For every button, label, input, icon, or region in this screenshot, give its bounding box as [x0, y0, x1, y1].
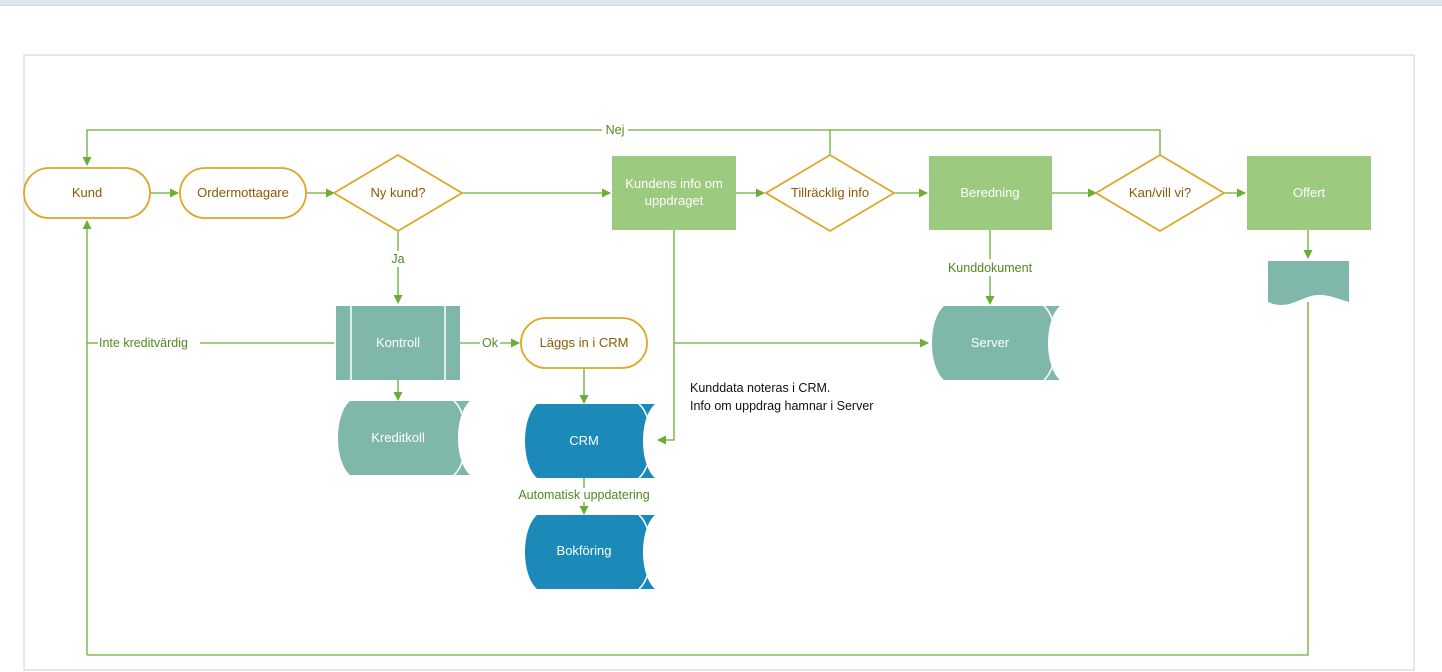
node-kan-vill-vi[interactable]: Kan/vill vi?: [1094, 153, 1226, 233]
top-bar: [0, 0, 1442, 6]
node-crm[interactable]: CRM: [525, 403, 655, 479]
edge-label-automatisk-uppdatering: Automatisk uppdatering: [518, 488, 649, 502]
node-kan-vill-vi-label: Kan/vill vi?: [1129, 185, 1191, 200]
node-kundens-info[interactable]: Kundens info om uppdraget: [612, 156, 736, 230]
node-kund-label: Kund: [72, 185, 102, 200]
node-tillracklig-info-label: Tillräcklig info: [791, 185, 869, 200]
node-offert[interactable]: Offert: [1247, 156, 1371, 230]
edge-bottom-loop: [87, 302, 1309, 656]
node-bokforing-label: Bokföring: [557, 543, 612, 558]
node-ordermottagare-label: Ordermottagare: [197, 185, 289, 200]
node-kontroll-label: Kontroll: [376, 335, 420, 350]
node-tillracklig-info[interactable]: Tillräcklig info: [764, 153, 896, 233]
edge-label-inte-kreditvardig: Inte kreditvärdig: [99, 336, 188, 350]
node-laggs-in-crm-label: Läggs in i CRM: [540, 335, 629, 350]
node-server-label: Server: [971, 335, 1010, 350]
edge-kundensinfo-crm: [657, 230, 675, 445]
node-kreditkoll-label: Kreditkoll: [371, 430, 425, 445]
node-ordermottagare[interactable]: Ordermottagare: [179, 167, 307, 219]
node-ny-kund[interactable]: Ny kund?: [332, 153, 464, 233]
edge-label-ok: Ok: [482, 336, 499, 350]
edge-label-kunddokument: Kunddokument: [948, 261, 1033, 275]
node-kund[interactable]: Kund: [23, 167, 151, 219]
node-beredning[interactable]: Beredning: [929, 156, 1052, 230]
edge-label-nej: Nej: [606, 123, 625, 137]
node-bokforing[interactable]: Bokföring: [525, 514, 655, 590]
node-kundens-info-label-2: uppdraget: [645, 193, 704, 208]
node-laggs-in-crm[interactable]: Läggs in i CRM: [520, 317, 648, 369]
node-ny-kund-label: Ny kund?: [371, 185, 426, 200]
diagram-frame: [23, 54, 1415, 671]
node-kundens-info-label-1: Kundens info om: [625, 176, 723, 191]
node-kontroll[interactable]: Kontroll: [336, 306, 460, 380]
node-kreditkoll[interactable]: Kreditkoll: [338, 400, 470, 476]
edge-label-ja: Ja: [391, 252, 404, 266]
node-server[interactable]: Server: [932, 305, 1060, 381]
offert-document-shape[interactable]: [1268, 261, 1349, 305]
node-offert-label: Offert: [1293, 185, 1326, 200]
node-beredning-label: Beredning: [960, 185, 1019, 200]
note-line-1: Kunddata noteras i CRM.: [690, 381, 830, 395]
node-crm-label: CRM: [569, 433, 599, 448]
note-line-2: Info om uppdrag hamnar i Server: [690, 399, 873, 413]
